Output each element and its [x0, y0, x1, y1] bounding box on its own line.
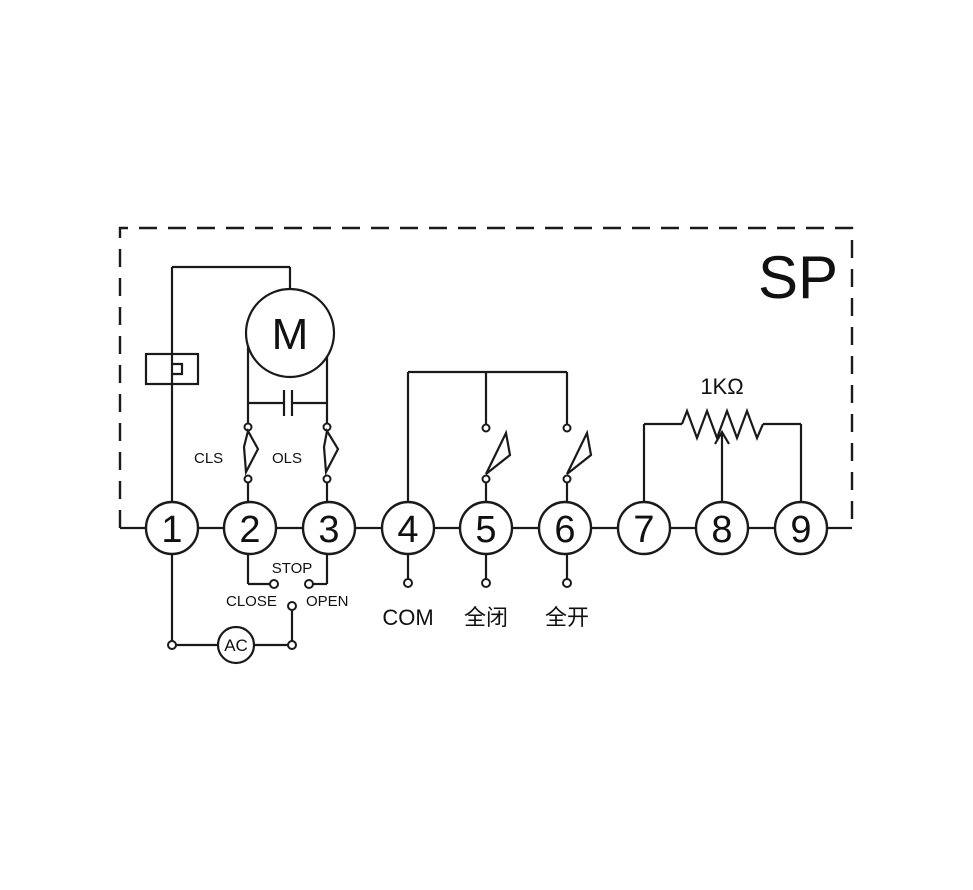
selector-switch — [246, 554, 329, 641]
terminal-4: 4 — [380, 500, 436, 556]
open-limit-switch — [322, 422, 340, 502]
ac-label: AC — [224, 636, 248, 655]
full-open-switch — [562, 423, 593, 502]
terminal-number: 8 — [711, 509, 732, 551]
terminal-number: 7 — [633, 509, 654, 551]
terminal-3: 3 — [301, 500, 357, 556]
terminal-6: 6 — [537, 500, 593, 556]
output-leads — [403, 554, 572, 588]
capacitor — [248, 390, 327, 416]
terminal-2: 2 — [222, 500, 278, 556]
terminal-9: 9 — [773, 500, 829, 556]
thermal-protector — [144, 265, 292, 502]
com-label: COM — [382, 605, 433, 630]
stop-label: STOP — [272, 560, 313, 577]
model-label: SP — [758, 244, 838, 311]
terminal-number: 5 — [475, 509, 496, 551]
terminal-number: 9 — [790, 509, 811, 551]
terminal-5: 5 — [458, 500, 514, 556]
terminal-8: 8 — [694, 500, 750, 556]
full-close-label: 全闭 — [464, 606, 508, 631]
motor: M — [244, 287, 336, 425]
ols-label: OLS — [272, 450, 302, 467]
common-bus — [406, 370, 569, 502]
terminal-number: 2 — [239, 509, 260, 551]
potentiometer — [642, 407, 803, 502]
terminal-number: 3 — [318, 509, 339, 551]
terminal-number: 4 — [397, 509, 418, 551]
ac-supply — [167, 554, 297, 665]
close-label: CLOSE — [226, 593, 277, 610]
terminal-1: 1 — [144, 500, 200, 556]
enclosure-dashed-border — [118, 226, 854, 528]
close-limit-switch — [242, 422, 260, 502]
terminal-number: 6 — [554, 509, 575, 551]
full-close-switch — [481, 423, 512, 502]
full-open-label: 全开 — [545, 606, 589, 631]
resistor-value-label: 1KΩ — [700, 374, 743, 399]
cls-label: CLS — [194, 450, 223, 467]
terminal-number: 1 — [161, 509, 182, 551]
open-label: OPEN — [306, 593, 349, 610]
motor-label: M — [272, 310, 309, 359]
terminal-7: 7 — [616, 500, 672, 556]
